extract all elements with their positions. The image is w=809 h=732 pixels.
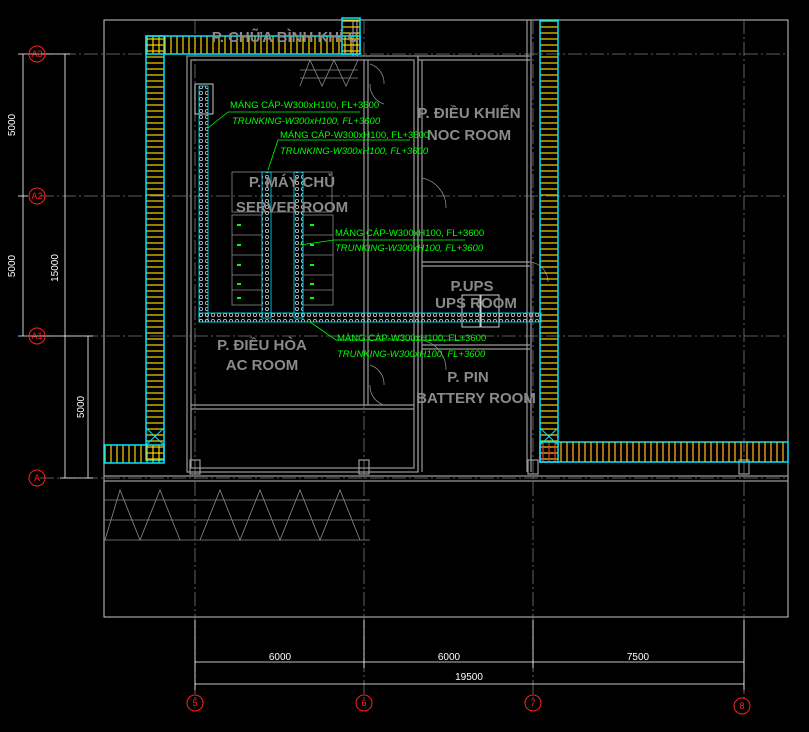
room-ac-label-en: AC ROOM: [226, 357, 299, 374]
room-battery-label-vi: P. PIN: [447, 369, 488, 386]
note-2-line1: MÁNG CÁP-W300xH100, FL+3600: [280, 130, 429, 141]
grid-row-a3: A3: [31, 49, 42, 59]
grid-row-bubbles: A3 A2 A1 A: [28, 45, 46, 487]
dim-total-horizontal: 19500: [455, 672, 483, 683]
rack-markers: [237, 224, 314, 299]
grid-col-8: 8: [739, 701, 744, 711]
room-ups-label-vi: P.UPS: [450, 278, 493, 295]
dim-total-vertical: 15000: [50, 254, 61, 282]
dim-c7-c8: 7500: [627, 652, 650, 663]
server-racks: [231, 171, 334, 306]
ups-cabinets: [461, 294, 500, 328]
vertical-dim-labels: 5000 5000 15000 5000: [7, 113, 87, 418]
dim-c5-c6: 6000: [269, 652, 292, 663]
grid-col-6: 6: [361, 698, 366, 708]
room-server-label-en: SERVER ROOM: [236, 199, 348, 216]
grid-col-7: 7: [530, 698, 535, 708]
room-ac-label-vi: P. ĐIỀU HÒA: [217, 336, 307, 354]
dim-a3-a2: 5000: [7, 113, 18, 136]
note-4-line1: MÁNG CÁP-W300xH100, FL+3600: [337, 333, 486, 344]
room-server-label-vi: P. MÁY CHỦ: [249, 173, 335, 191]
vertical-dimensions: [18, 53, 93, 479]
room-labels: P. CHỮA BÌNH KHÍ C P. MÁY CHỦ SERVER ROO…: [212, 28, 536, 407]
note-3-line1: MÁNG CÁP-W300xH100, FL+3600: [335, 228, 484, 239]
room-control-label-vi: P. ĐIỀU KHIỂN: [417, 104, 520, 122]
grid-col-5: 5: [192, 698, 197, 708]
dim-c6-c7: 6000: [438, 652, 461, 663]
leaders: [207, 111, 465, 341]
room-fire-label: P. CHỮA BÌNH KHÍ C: [212, 28, 359, 46]
note-1-line1: MÁNG CÁP-W300xH100, FL+3600: [230, 100, 379, 111]
note-3-line2: TRUNKING-W300xH100, FL+3600: [335, 243, 484, 254]
dim-a2-a1: 5000: [7, 254, 18, 277]
grid-row-a: A: [34, 473, 40, 483]
tray-annotations: MÁNG CÁP-W300xH100, FL+3600 TRUNKING-W30…: [230, 100, 486, 360]
horizontal-dimensions: [194, 620, 745, 690]
trunkings: [198, 85, 542, 323]
stairs: [104, 58, 370, 542]
grid-col-bubbles: 5 6 7 8: [186, 694, 751, 715]
room-control-label-en: NOC ROOM: [427, 127, 511, 144]
grid-row-a1: A1: [31, 331, 42, 341]
note-4-line2: TRUNKING-W300xH100, FL+3600: [337, 349, 486, 360]
grid-row-a2: A2: [31, 191, 42, 201]
note-2-line2: TRUNKING-W300xH100, FL+3600: [280, 146, 429, 157]
room-battery-label-en: BATTERY ROOM: [416, 390, 536, 407]
horizontal-dim-labels: 6000 6000 7500 19500: [269, 652, 650, 683]
cable-trays: [103, 17, 789, 464]
room-ups-label-en: UPS ROOM: [435, 295, 517, 312]
dim-a1-a: 5000: [76, 395, 87, 418]
drawing-frame: [103, 19, 789, 618]
note-1-line2: TRUNKING-W300xH100, FL+3600: [232, 116, 381, 127]
walls: [104, 20, 788, 482]
